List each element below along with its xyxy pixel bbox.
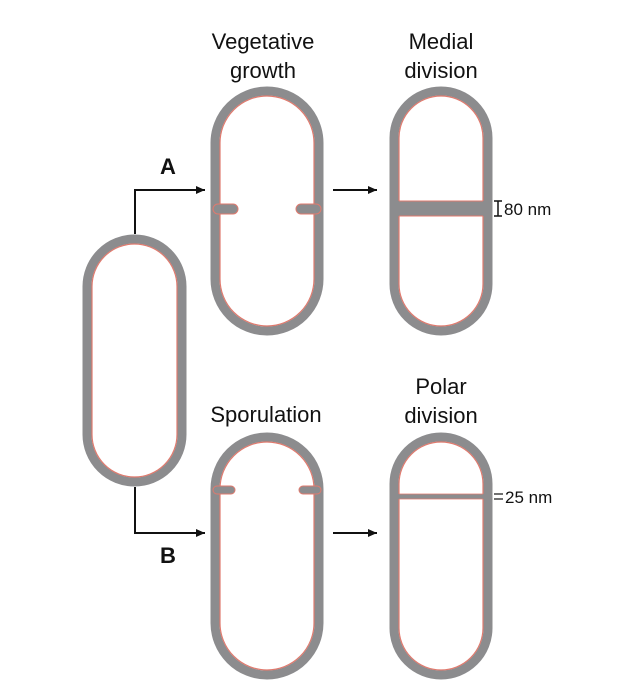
sporulation-cell-wall [210,432,324,680]
branch-arrows [134,186,377,537]
label-polar-thickness: 25 nm [505,488,552,507]
polar-cell-membrane [398,441,484,671]
label-medial-line2: division [404,58,477,83]
label-polar-line2: division [404,403,477,428]
polar-septum [393,494,489,499]
vegetative-septum-right [295,203,322,215]
mother-cell-wall [82,234,187,487]
sporulation-septum-right [298,485,322,495]
medial-division-cell [389,86,493,336]
sporulation-septum-left [212,485,236,495]
mother-cell-membrane [91,243,178,478]
label-vegetative-line1: Vegetative [212,29,315,54]
sporulation-cell-membrane [219,441,315,671]
label-vegetative-line2: growth [230,58,296,83]
label-path-b: B [160,543,176,568]
label-path-a: A [160,154,176,179]
label-polar-line1: Polar [415,374,466,399]
label-sporulation: Sporulation [210,402,321,427]
arrow-path-b [134,487,205,537]
medial-septum [393,201,489,216]
medial-measure-bracket [494,200,502,217]
polar-cell-wall [389,432,493,680]
polar-measure-bracket [494,493,503,500]
arrow-path-a [134,186,205,234]
label-medial-thickness: 80 nm [504,200,551,219]
mother-cell [82,234,187,487]
sporulation-cell [210,432,324,680]
polar-division-cell [389,432,493,680]
vegetative-cell [210,86,324,336]
vegetative-septum-left [212,203,239,215]
label-medial-line1: Medial [409,29,474,54]
